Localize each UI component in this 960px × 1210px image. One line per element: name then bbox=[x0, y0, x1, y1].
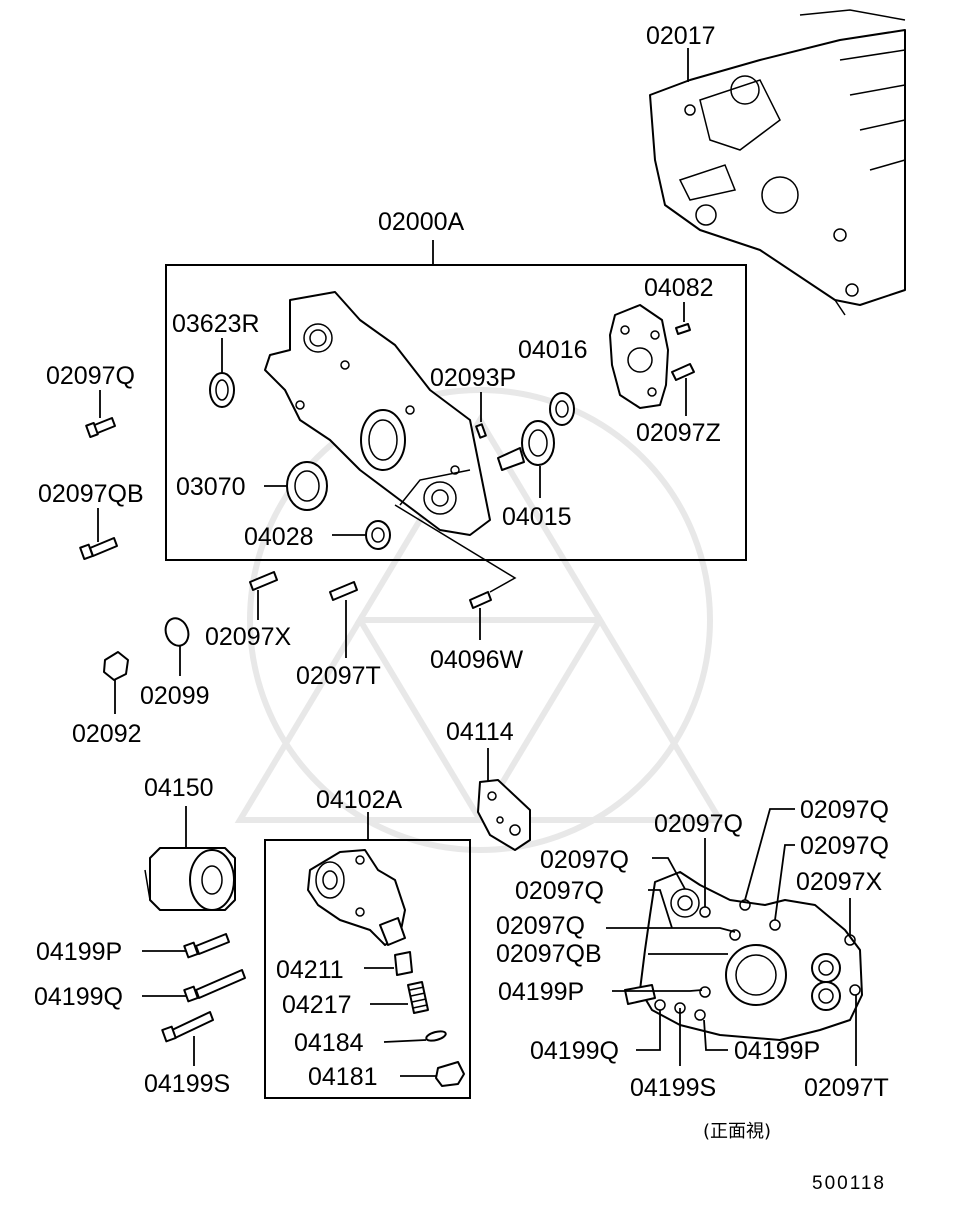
label-02099: 02099 bbox=[140, 682, 210, 710]
assembly-box-02000a bbox=[165, 264, 747, 561]
label-front-02097q-c: 02097Q bbox=[800, 796, 889, 824]
o-ring-02099 bbox=[164, 617, 190, 647]
label-04150: 04150 bbox=[144, 774, 214, 802]
bolt-04199p-left bbox=[183, 933, 230, 959]
label-front-02097q-f: 02097Q bbox=[496, 912, 585, 940]
oil-seal-03070 bbox=[286, 461, 328, 511]
bolt-02097t-mid bbox=[329, 581, 358, 601]
oil-filter-04150 bbox=[144, 847, 236, 911]
label-04199p-left: 04199P bbox=[36, 938, 122, 966]
label-front-04199p-b: 04199P bbox=[734, 1037, 820, 1065]
gasket-04114 bbox=[477, 779, 531, 851]
gasket-02092 bbox=[103, 651, 129, 681]
label-front-02097q-e: 02097Q bbox=[515, 877, 604, 905]
label-04016: 04016 bbox=[518, 336, 588, 364]
diagram-code: 500118 bbox=[812, 1173, 886, 1194]
bolt-04199q-left bbox=[183, 969, 246, 1003]
label-02017: 02017 bbox=[646, 22, 716, 50]
label-front-02097t: 02097T bbox=[804, 1074, 889, 1102]
pin-02093p bbox=[475, 423, 487, 439]
bolt-02097x-mid bbox=[249, 571, 278, 591]
label-04181: 04181 bbox=[308, 1063, 378, 1091]
label-04102a: 04102A bbox=[316, 786, 403, 814]
label-front-04199p-a: 04199P bbox=[498, 978, 584, 1006]
front-view-assembly bbox=[624, 871, 863, 1041]
label-03623r: 03623R bbox=[172, 310, 260, 338]
label-04015: 04015 bbox=[502, 503, 572, 531]
label-front-02097qb: 02097QB bbox=[496, 940, 602, 968]
drive-gear-04015 bbox=[497, 420, 555, 471]
label-04114: 04114 bbox=[446, 718, 514, 746]
label-04096w: 04096W bbox=[430, 646, 524, 674]
oil-pump-cover bbox=[609, 304, 669, 409]
gasket-04184 bbox=[425, 1030, 447, 1042]
plunger-04211 bbox=[394, 951, 413, 976]
label-02092: 02092 bbox=[72, 720, 142, 748]
label-04184: 04184 bbox=[294, 1029, 364, 1057]
plug-04181 bbox=[435, 1061, 465, 1087]
label-02097t-mid: 02097T bbox=[296, 662, 381, 690]
label-04217: 04217 bbox=[282, 991, 352, 1019]
label-front-04199s: 04199S bbox=[630, 1074, 716, 1102]
oil-seal-03623r bbox=[209, 372, 235, 408]
label-02097q-left: 02097Q bbox=[46, 362, 135, 390]
label-02097z: 02097Z bbox=[636, 419, 721, 447]
oil-filter-bracket bbox=[307, 849, 406, 946]
label-03070: 03070 bbox=[176, 473, 246, 501]
label-04028: 04028 bbox=[244, 523, 314, 551]
bolt-02097z bbox=[671, 363, 695, 381]
engine-block-gasket bbox=[649, 9, 906, 316]
label-04211: 04211 bbox=[276, 956, 344, 984]
driven-gear-04016 bbox=[549, 392, 575, 426]
bolt-04096w bbox=[469, 591, 492, 609]
bolt-04199s-left bbox=[161, 1011, 214, 1043]
label-front-02097x: 02097X bbox=[796, 868, 883, 896]
label-02000a: 02000A bbox=[378, 208, 465, 236]
label-front-02097q-d: 02097Q bbox=[800, 832, 889, 860]
front-view-caption: (正面視) bbox=[703, 1121, 771, 1142]
label-front-02097q-b: 02097Q bbox=[654, 810, 743, 838]
label-front-02097q-a: 02097Q bbox=[540, 846, 629, 874]
bolt-02097q-left bbox=[85, 417, 116, 439]
screw-04082 bbox=[675, 323, 691, 335]
seal-04028 bbox=[365, 520, 391, 550]
label-02097x-mid: 02097X bbox=[205, 623, 292, 651]
label-04199q-left: 04199Q bbox=[34, 983, 123, 1011]
label-02097qb-left: 02097QB bbox=[38, 480, 144, 508]
label-front-04199q: 04199Q bbox=[530, 1037, 619, 1065]
label-04199s-left: 04199S bbox=[144, 1070, 230, 1098]
label-04082: 04082 bbox=[644, 274, 714, 302]
spring-04217 bbox=[407, 981, 429, 1014]
front-case bbox=[264, 291, 491, 536]
bolt-02097qb-left bbox=[79, 537, 118, 561]
label-02093p: 02093P bbox=[430, 364, 516, 392]
